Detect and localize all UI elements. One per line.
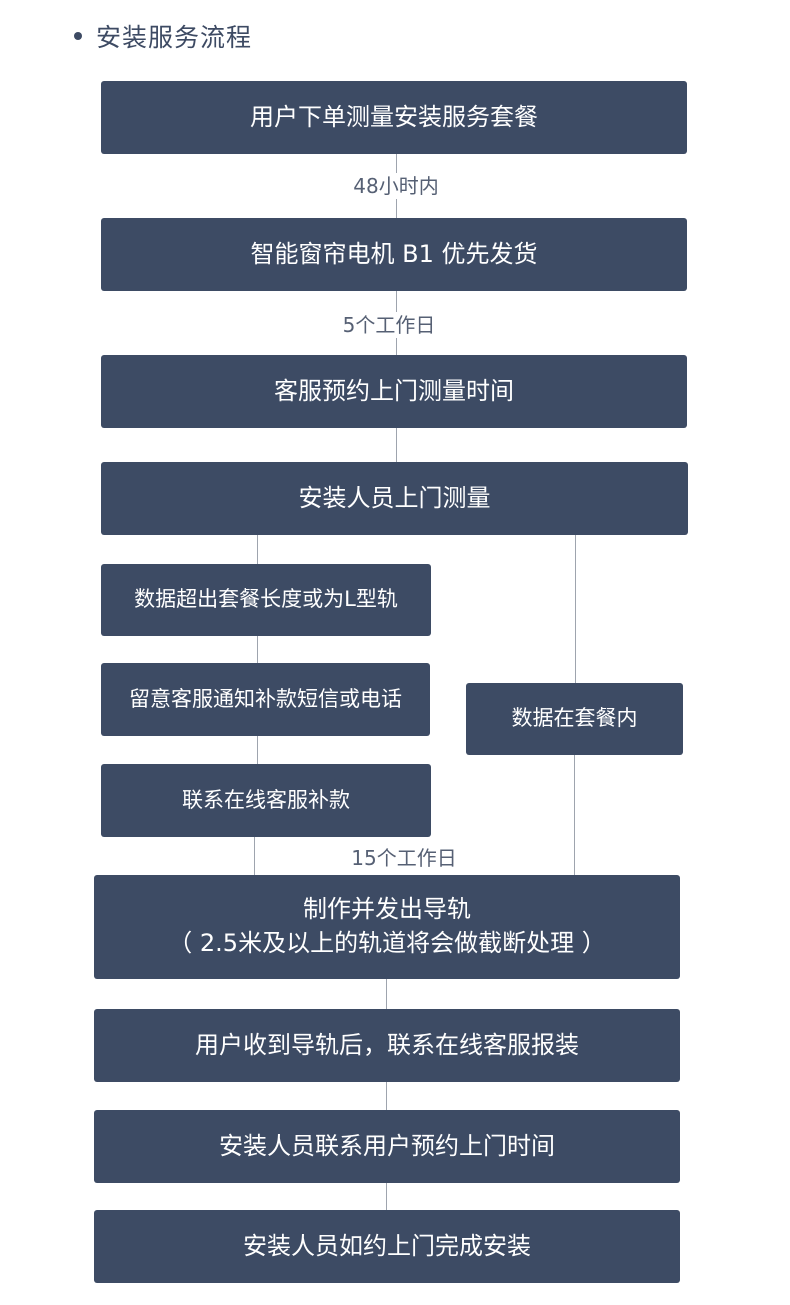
step-label: 数据在套餐内 (511, 706, 638, 731)
step-label-line1: 制作并发出导轨 (303, 895, 471, 924)
connector-line (257, 736, 258, 764)
connector-line (386, 979, 387, 1009)
step-label: 安装人员上门测量 (298, 483, 491, 512)
step-install: 安装人员如约上门完成安装 (94, 1210, 680, 1283)
step-ship-motor: 智能窗帘电机 B1 优先发货 (101, 218, 687, 291)
step-label: 留意客服通知补款短信或电话 (129, 686, 402, 711)
step-pay-extra: 联系在线客服补款 (101, 764, 431, 837)
step-label: 客服预约上门测量时间 (274, 376, 514, 405)
duration-label-48h: 48小时内 (349, 173, 443, 199)
step-receive-rail: 用户收到导轨后，联系在线客服报装 (94, 1009, 680, 1082)
connector-line (396, 428, 397, 462)
step-label: 联系在线客服补款 (182, 787, 350, 812)
connector-line (254, 837, 255, 875)
step-order-package: 用户下单测量安装服务套餐 (101, 81, 687, 154)
connector-line (386, 1082, 387, 1110)
step-within-package: 数据在套餐内 (466, 683, 683, 755)
step-label: 用户下单测量安装服务套餐 (250, 102, 538, 131)
step-label-line2: （ 2.5米及以上的轨道将会做截断处理 ） (168, 929, 606, 957)
section-heading: 安装服务流程 (74, 18, 252, 54)
step-label: 安装人员联系用户预约上门时间 (219, 1131, 555, 1160)
step-label: 数据超出套餐长度或为L型轨 (134, 587, 398, 612)
step-label: 用户收到导轨后，联系在线客服报装 (195, 1030, 579, 1059)
step-schedule-measure: 客服预约上门测量时间 (101, 355, 687, 428)
step-make-rail: 制作并发出导轨 （ 2.5米及以上的轨道将会做截断处理 ） (94, 875, 680, 979)
connector-line (574, 755, 575, 875)
duration-label-5days: 5个工作日 (338, 312, 440, 338)
step-label: 安装人员如约上门完成安装 (243, 1231, 531, 1260)
step-await-notice: 留意客服通知补款短信或电话 (101, 663, 430, 736)
section-title: 安装服务流程 (96, 23, 253, 52)
connector-line (257, 636, 258, 663)
bullet-icon (74, 32, 82, 40)
step-label: 智能窗帘电机 B1 优先发货 (250, 239, 538, 268)
connector-line (386, 1183, 387, 1210)
step-exceed-package: 数据超出套餐长度或为L型轨 (101, 564, 431, 636)
connector-line (575, 535, 576, 683)
connector-line (257, 535, 258, 564)
duration-label-15days: 15个工作日 (347, 845, 461, 871)
step-onsite-measure: 安装人员上门测量 (101, 462, 688, 535)
step-contact-user: 安装人员联系用户预约上门时间 (94, 1110, 680, 1183)
